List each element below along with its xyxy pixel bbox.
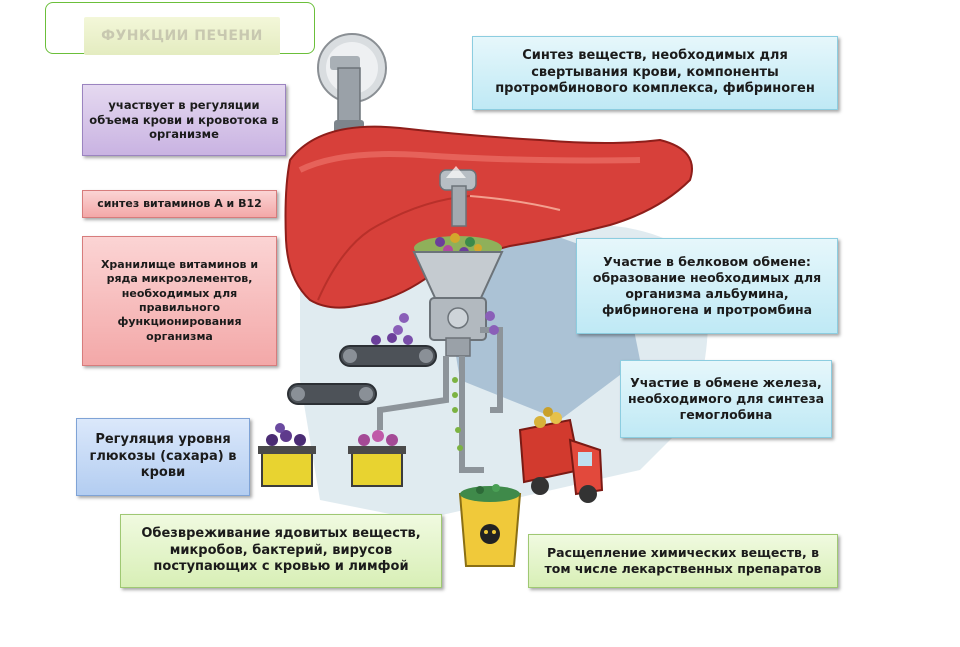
conveyor-belt-icon bbox=[287, 333, 437, 405]
glucose-bin-left-icon bbox=[258, 423, 316, 487]
box-chemical-breakdown: Расщепление химических веществ, в том чи… bbox=[528, 534, 838, 588]
toxic-bucket-icon bbox=[458, 484, 522, 567]
purple-drops bbox=[393, 311, 499, 335]
funnel-machine-icon bbox=[412, 233, 504, 357]
liver-icon bbox=[284, 125, 693, 309]
glucose-bin-right-icon bbox=[348, 430, 406, 487]
box-clotting-synthesis: Синтез веществ, необходимых для свертыва… bbox=[472, 36, 838, 110]
box-blood-volume: участвует в регуляции объема крови и кро… bbox=[82, 84, 286, 156]
liver-faucet-icon bbox=[439, 166, 477, 227]
red-truck-icon bbox=[518, 407, 604, 503]
box-vitamin-storage: Хранилище витаминов и ряда микроэлементо… bbox=[82, 236, 277, 366]
green-drops bbox=[452, 377, 463, 451]
box-vitamin-synthesis: синтез витаминов А и В12 bbox=[82, 190, 277, 218]
box-iron-metabolism: Участие в обмене железа, необходимого дл… bbox=[620, 360, 832, 438]
box-glucose-regulation: Регуляция уровня глюкозы (сахара) в кров… bbox=[76, 418, 250, 496]
box-protein-metabolism: Участие в белковом обмене: образование н… bbox=[576, 238, 838, 334]
title-frame: ФУНКЦИИ ПЕЧЕНИ bbox=[45, 2, 315, 55]
page-title: ФУНКЦИИ ПЕЧЕНИ bbox=[84, 17, 280, 55]
top-faucet-icon bbox=[317, 33, 387, 134]
box-detox: Обезвреживание ядовитых веществ, микробо… bbox=[120, 514, 442, 588]
